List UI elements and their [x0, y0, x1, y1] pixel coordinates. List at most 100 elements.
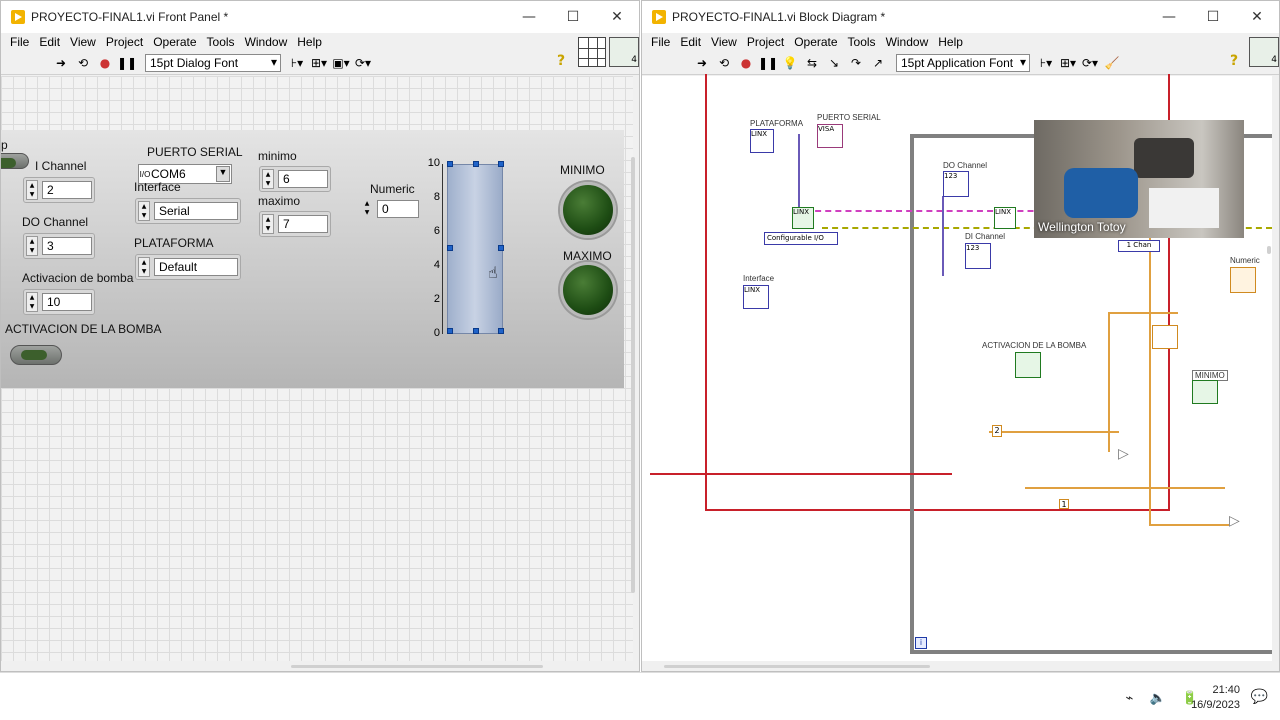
pause-icon[interactable]: ❚❚ [757, 55, 779, 70]
context-help-icon[interactable]: ? [557, 53, 566, 69]
step-out-icon[interactable]: ↗ [872, 55, 884, 70]
activacion-bomba-control[interactable]: ▲▼ 10 [23, 289, 95, 315]
spin-arrows-icon[interactable]: ▲▼ [26, 236, 38, 256]
font-selector[interactable]: 15pt Dialog Font [145, 53, 281, 72]
menu-edit[interactable]: Edit [39, 35, 61, 49]
configurable-io-selector[interactable]: Configurable I/O [764, 232, 838, 245]
maximize-icon[interactable]: ☐ [1206, 9, 1220, 25]
distribute-objects-icon[interactable]: ⊞▾ [1059, 55, 1077, 70]
spin-arrows-icon[interactable]: ▲▼ [262, 214, 274, 234]
constant-2[interactable]: 2 [992, 425, 1002, 437]
context-help-icon[interactable]: ? [1230, 53, 1239, 69]
di-channel-value[interactable]: 2 [42, 181, 92, 199]
resize-objects-icon[interactable]: ▣▾ [332, 55, 350, 70]
vi-icon[interactable]: 4 [1249, 37, 1279, 67]
vertical-scrollbar[interactable] [1267, 246, 1271, 254]
system-tray-icons[interactable]: ⌁ 🔈 🔋 [1125, 691, 1204, 706]
di-channel-terminal[interactable]: 123 [965, 243, 991, 269]
step-over-icon[interactable]: ↷ [850, 55, 862, 70]
vi-icon[interactable]: 4 [609, 37, 639, 67]
selection-handle[interactable] [447, 245, 453, 251]
reorder-icon[interactable]: ⟳▾ [354, 55, 372, 70]
menu-tools[interactable]: Tools [847, 35, 876, 49]
close-icon[interactable]: ✕ [611, 9, 623, 25]
do-channel-terminal[interactable]: 123 [943, 171, 969, 197]
led-minimo[interactable] [560, 182, 616, 238]
select-node[interactable] [1152, 325, 1178, 349]
distribute-objects-icon[interactable]: ⊞▾ [310, 55, 328, 70]
selection-handle[interactable] [498, 161, 504, 167]
spin-arrows-icon[interactable]: ▲▼ [262, 169, 274, 189]
clean-up-diagram-icon[interactable]: 🧹 [1104, 55, 1120, 70]
numeric-control[interactable]: ▲▼ 0 [361, 198, 419, 220]
linx-open-node[interactable]: LINX [792, 207, 814, 229]
selection-handle[interactable] [498, 245, 504, 251]
interface-value[interactable]: Serial [154, 202, 238, 220]
stop-toggle[interactable] [1, 153, 29, 169]
connector-pane-icon[interactable] [578, 37, 606, 67]
do-channel-control[interactable]: ▲▼ 3 [23, 233, 95, 259]
minimize-icon[interactable]: — [522, 9, 536, 25]
linx-digital-write-node[interactable]: LINX [994, 207, 1016, 229]
selection-handle[interactable] [473, 328, 479, 334]
dropdown-arrow-icon[interactable]: ▼ [216, 166, 230, 182]
align-objects-icon[interactable]: ⊦▾ [290, 55, 304, 70]
numeric-value[interactable]: 0 [377, 200, 419, 218]
selection-handle[interactable] [498, 328, 504, 334]
pause-icon[interactable]: ❚❚ [116, 55, 138, 70]
menu-file[interactable]: File [651, 35, 671, 49]
menu-help[interactable]: Help [938, 35, 963, 49]
block-diagram-titlebar[interactable]: PROYECTO-FINAL1.vi Block Diagram * — ☐ ✕ [642, 1, 1279, 33]
activacion-terminal[interactable] [1015, 352, 1041, 378]
case-structure[interactable] [705, 74, 1170, 511]
interface-control[interactable]: ▲▼ Serial [135, 198, 241, 224]
highlight-execution-icon[interactable]: 💡 [782, 55, 798, 70]
reorder-icon[interactable]: ⟳▾ [1081, 55, 1099, 70]
minimo-control[interactable]: ▲▼ 6 [259, 166, 331, 192]
di-channel-control[interactable]: ▲▼ 2 [23, 177, 95, 203]
align-objects-icon[interactable]: ⊦▾ [1039, 55, 1053, 70]
activacion-bomba-value[interactable]: 10 [42, 293, 92, 311]
plataforma-value[interactable]: Default [154, 258, 238, 276]
abort-icon[interactable]: ● [740, 55, 752, 70]
vertical-scrollbar[interactable] [631, 157, 635, 593]
menu-project[interactable]: Project [105, 35, 144, 49]
taskbar-clock[interactable]: 21:40 16/9/2023 [1191, 683, 1240, 713]
menu-view[interactable]: View [70, 35, 96, 49]
horizontal-scrollbar[interactable] [664, 665, 930, 668]
selection-handle[interactable] [473, 161, 479, 167]
tank-indicator[interactable] [447, 164, 503, 334]
run-arrow-icon[interactable]: ➜ [55, 55, 67, 70]
maximize-icon[interactable]: ☐ [566, 9, 580, 25]
puerto-serial-terminal[interactable]: VISA [817, 124, 843, 148]
spin-arrows-icon[interactable]: ▲▼ [26, 292, 38, 312]
step-into-icon[interactable]: ↘ [828, 55, 840, 70]
menu-edit[interactable]: Edit [680, 35, 702, 49]
loop-iteration-terminal[interactable]: i [915, 637, 927, 649]
front-panel-canvas[interactable]: p I Channel ▲▼ 2 DO Channel ▲▼ 3 Activac… [1, 76, 633, 661]
ring-arrows-icon[interactable]: ▲▼ [138, 201, 150, 221]
minimo-led-terminal[interactable] [1192, 380, 1218, 404]
bomba-toggle[interactable] [10, 345, 62, 365]
numeric-indicator[interactable] [1230, 267, 1256, 293]
abort-icon[interactable]: ● [99, 55, 111, 70]
selection-handle[interactable] [447, 161, 453, 167]
minimize-icon[interactable]: — [1162, 9, 1176, 25]
constant-1[interactable]: 1 [1059, 499, 1069, 509]
run-continuously-icon[interactable]: ⟲ [718, 55, 730, 70]
led-maximo[interactable] [560, 262, 616, 318]
puerto-serial-select[interactable]: I/O COM6 ▼ [138, 164, 232, 184]
menu-window[interactable]: Window [244, 35, 288, 49]
retain-wire-values-icon[interactable]: ⇆ [806, 55, 818, 70]
menu-view[interactable]: View [711, 35, 737, 49]
menu-window[interactable]: Window [885, 35, 929, 49]
menu-help[interactable]: Help [297, 35, 322, 49]
maximo-value[interactable]: 7 [278, 215, 328, 233]
notification-icon[interactable]: 💬 [1250, 689, 1268, 705]
comparison-triangle-icon[interactable]: ▷ [1118, 446, 1129, 462]
do-channel-value[interactable]: 3 [42, 237, 92, 255]
font-selector[interactable]: 15pt Application Font [896, 53, 1030, 72]
ring-arrows-icon[interactable]: ▲▼ [138, 257, 150, 277]
interface-terminal[interactable]: LINX [743, 285, 769, 309]
menu-operate[interactable]: Operate [153, 35, 197, 49]
